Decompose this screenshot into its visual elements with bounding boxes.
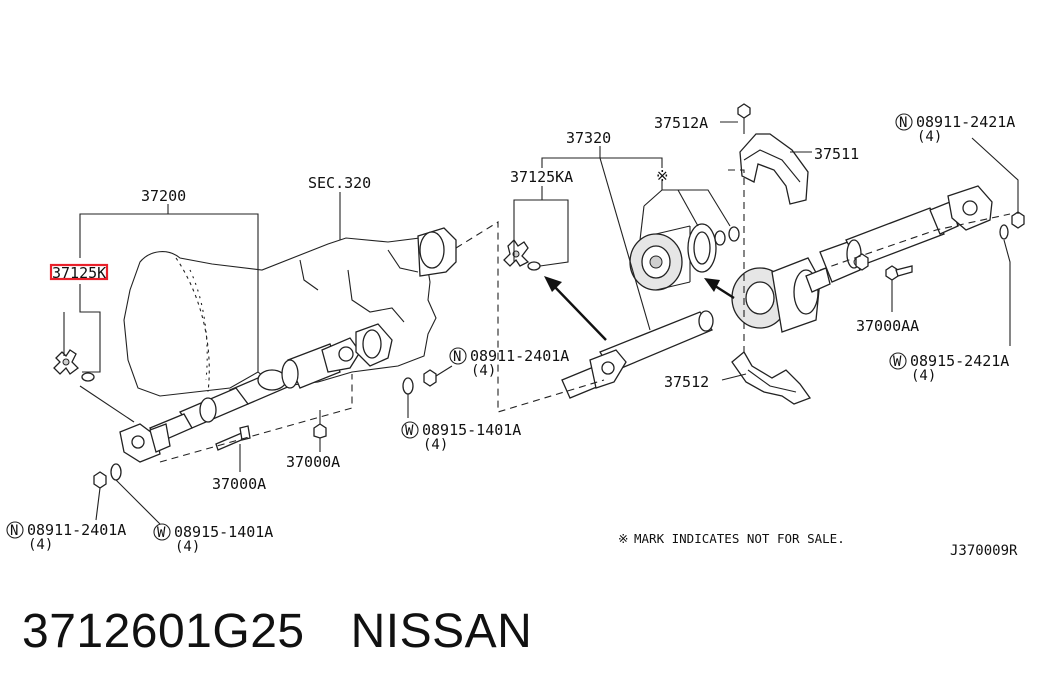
- prefix-w: W: [893, 354, 902, 370]
- qty-label: (4): [423, 437, 448, 453]
- leader-lines: [63, 121, 1019, 525]
- qty-label: (4): [911, 368, 936, 384]
- label-08915-1401a-center: 08915-1401A: [422, 421, 521, 439]
- label-08915-2421a: 08915-2421A: [910, 352, 1009, 370]
- brand-name: NISSAN: [350, 604, 533, 658]
- footer-caption: 3712601G25 NISSAN: [22, 596, 532, 666]
- qty-label: (4): [175, 539, 200, 555]
- callout-washer-rear: W 08915-2421A (4): [889, 352, 1009, 384]
- label-08911-2401a-center: 08911-2401A: [470, 347, 569, 365]
- propeller-shaft-diagram: 37200 37125K SEC.320 37320 37125KA ※ 375…: [6, 103, 1025, 559]
- label-37320: 37320: [566, 129, 611, 147]
- not-for-sale-mark: ※: [656, 167, 669, 185]
- label-37200: 37200: [141, 187, 186, 205]
- part-number: 3712601G25: [22, 604, 305, 658]
- label-37512: 37512: [664, 373, 709, 391]
- not-for-sale-symbol: ※: [618, 531, 628, 546]
- label-sec-320: SEC.320: [308, 174, 371, 192]
- callout-washer-front-left: W 08915-1401A (4): [153, 523, 273, 555]
- u-joint-spider-kit: [503, 238, 541, 271]
- label-37000a-left: 37000A: [212, 475, 266, 493]
- bracket-37512-shape: [731, 351, 812, 405]
- front-propeller-shaft: [119, 323, 393, 463]
- callout-nut-center: N 08911-2401A (4): [449, 347, 569, 379]
- label-37125ka: 37125KA: [510, 168, 573, 186]
- bracket-37511-shape: [739, 133, 809, 205]
- qty-label: (4): [471, 363, 496, 379]
- label-37000aa: 37000AA: [856, 317, 919, 335]
- direction-arrows: [544, 276, 735, 341]
- label-08915-1401a-front: 08915-1401A: [174, 523, 273, 541]
- label-37511: 37511: [814, 145, 859, 163]
- not-for-sale-note: MARK INDICATES NOT FOR SALE.: [634, 531, 845, 546]
- callout-nut-front-left: N 08911-2401A (4): [6, 521, 126, 553]
- u-joint-spider: [53, 349, 95, 382]
- fasteners: [93, 103, 1025, 489]
- prefix-n: N: [453, 349, 461, 365]
- qty-label: (4): [28, 537, 53, 553]
- callout-nut-rear: N 08911-2421A (4): [895, 113, 1015, 145]
- label-37512a: 37512A: [654, 114, 708, 132]
- prefix-w: W: [405, 423, 414, 439]
- prefix-w: W: [157, 525, 166, 541]
- label-37000a-mid: 37000A: [286, 453, 340, 471]
- callout-washer-center: W 08915-1401A (4): [401, 421, 521, 453]
- output-sleeve: [417, 227, 457, 277]
- label-08911-2421a: 08911-2421A: [916, 113, 1015, 131]
- highlight-box: [49, 263, 109, 281]
- diagram-code: J370009R: [950, 543, 1018, 559]
- label-08911-2401a-front: 08911-2401A: [27, 521, 126, 539]
- label-37125k: 37125K: [52, 264, 106, 282]
- qty-label: (4): [917, 129, 942, 145]
- prefix-n: N: [899, 115, 907, 131]
- prefix-n: N: [10, 523, 18, 539]
- dashed-assembly-lines: [159, 169, 1011, 463]
